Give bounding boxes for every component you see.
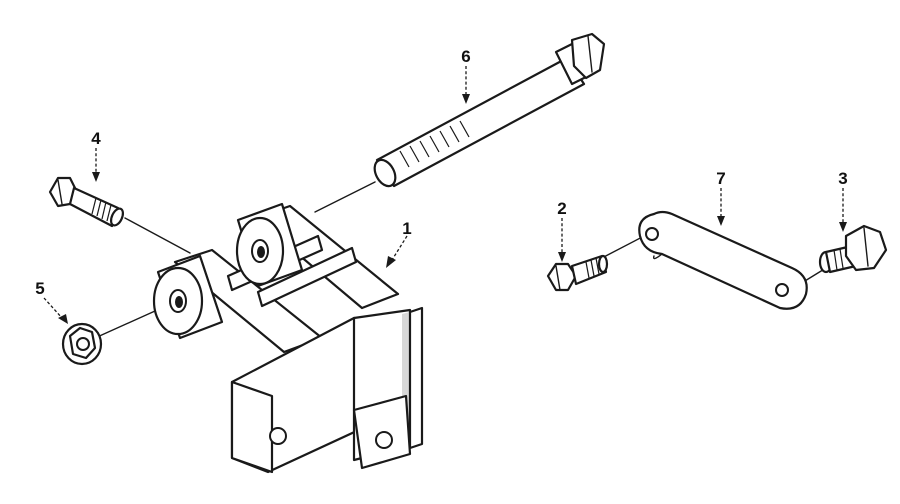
callout-4: 4 [91, 129, 101, 148]
callout-6: 6 [461, 47, 470, 66]
bracket-part-1 [152, 202, 424, 474]
nut-part-5 [61, 322, 103, 366]
bolt-part-2 [546, 254, 609, 292]
callout-7: 7 [716, 169, 725, 188]
callout-3: 3 [838, 169, 847, 188]
callout-5: 5 [35, 279, 44, 298]
long-bolt-part-6 [373, 32, 606, 188]
link-plate-part-7 [638, 210, 808, 310]
callout-labels: 1 2 3 4 5 6 7 [35, 47, 847, 298]
bolt-part-3 [818, 224, 888, 274]
leader-arrows [43, 66, 847, 324]
callout-2: 2 [557, 199, 566, 218]
callout-1: 1 [402, 219, 411, 238]
bolt-part-4 [48, 176, 125, 228]
